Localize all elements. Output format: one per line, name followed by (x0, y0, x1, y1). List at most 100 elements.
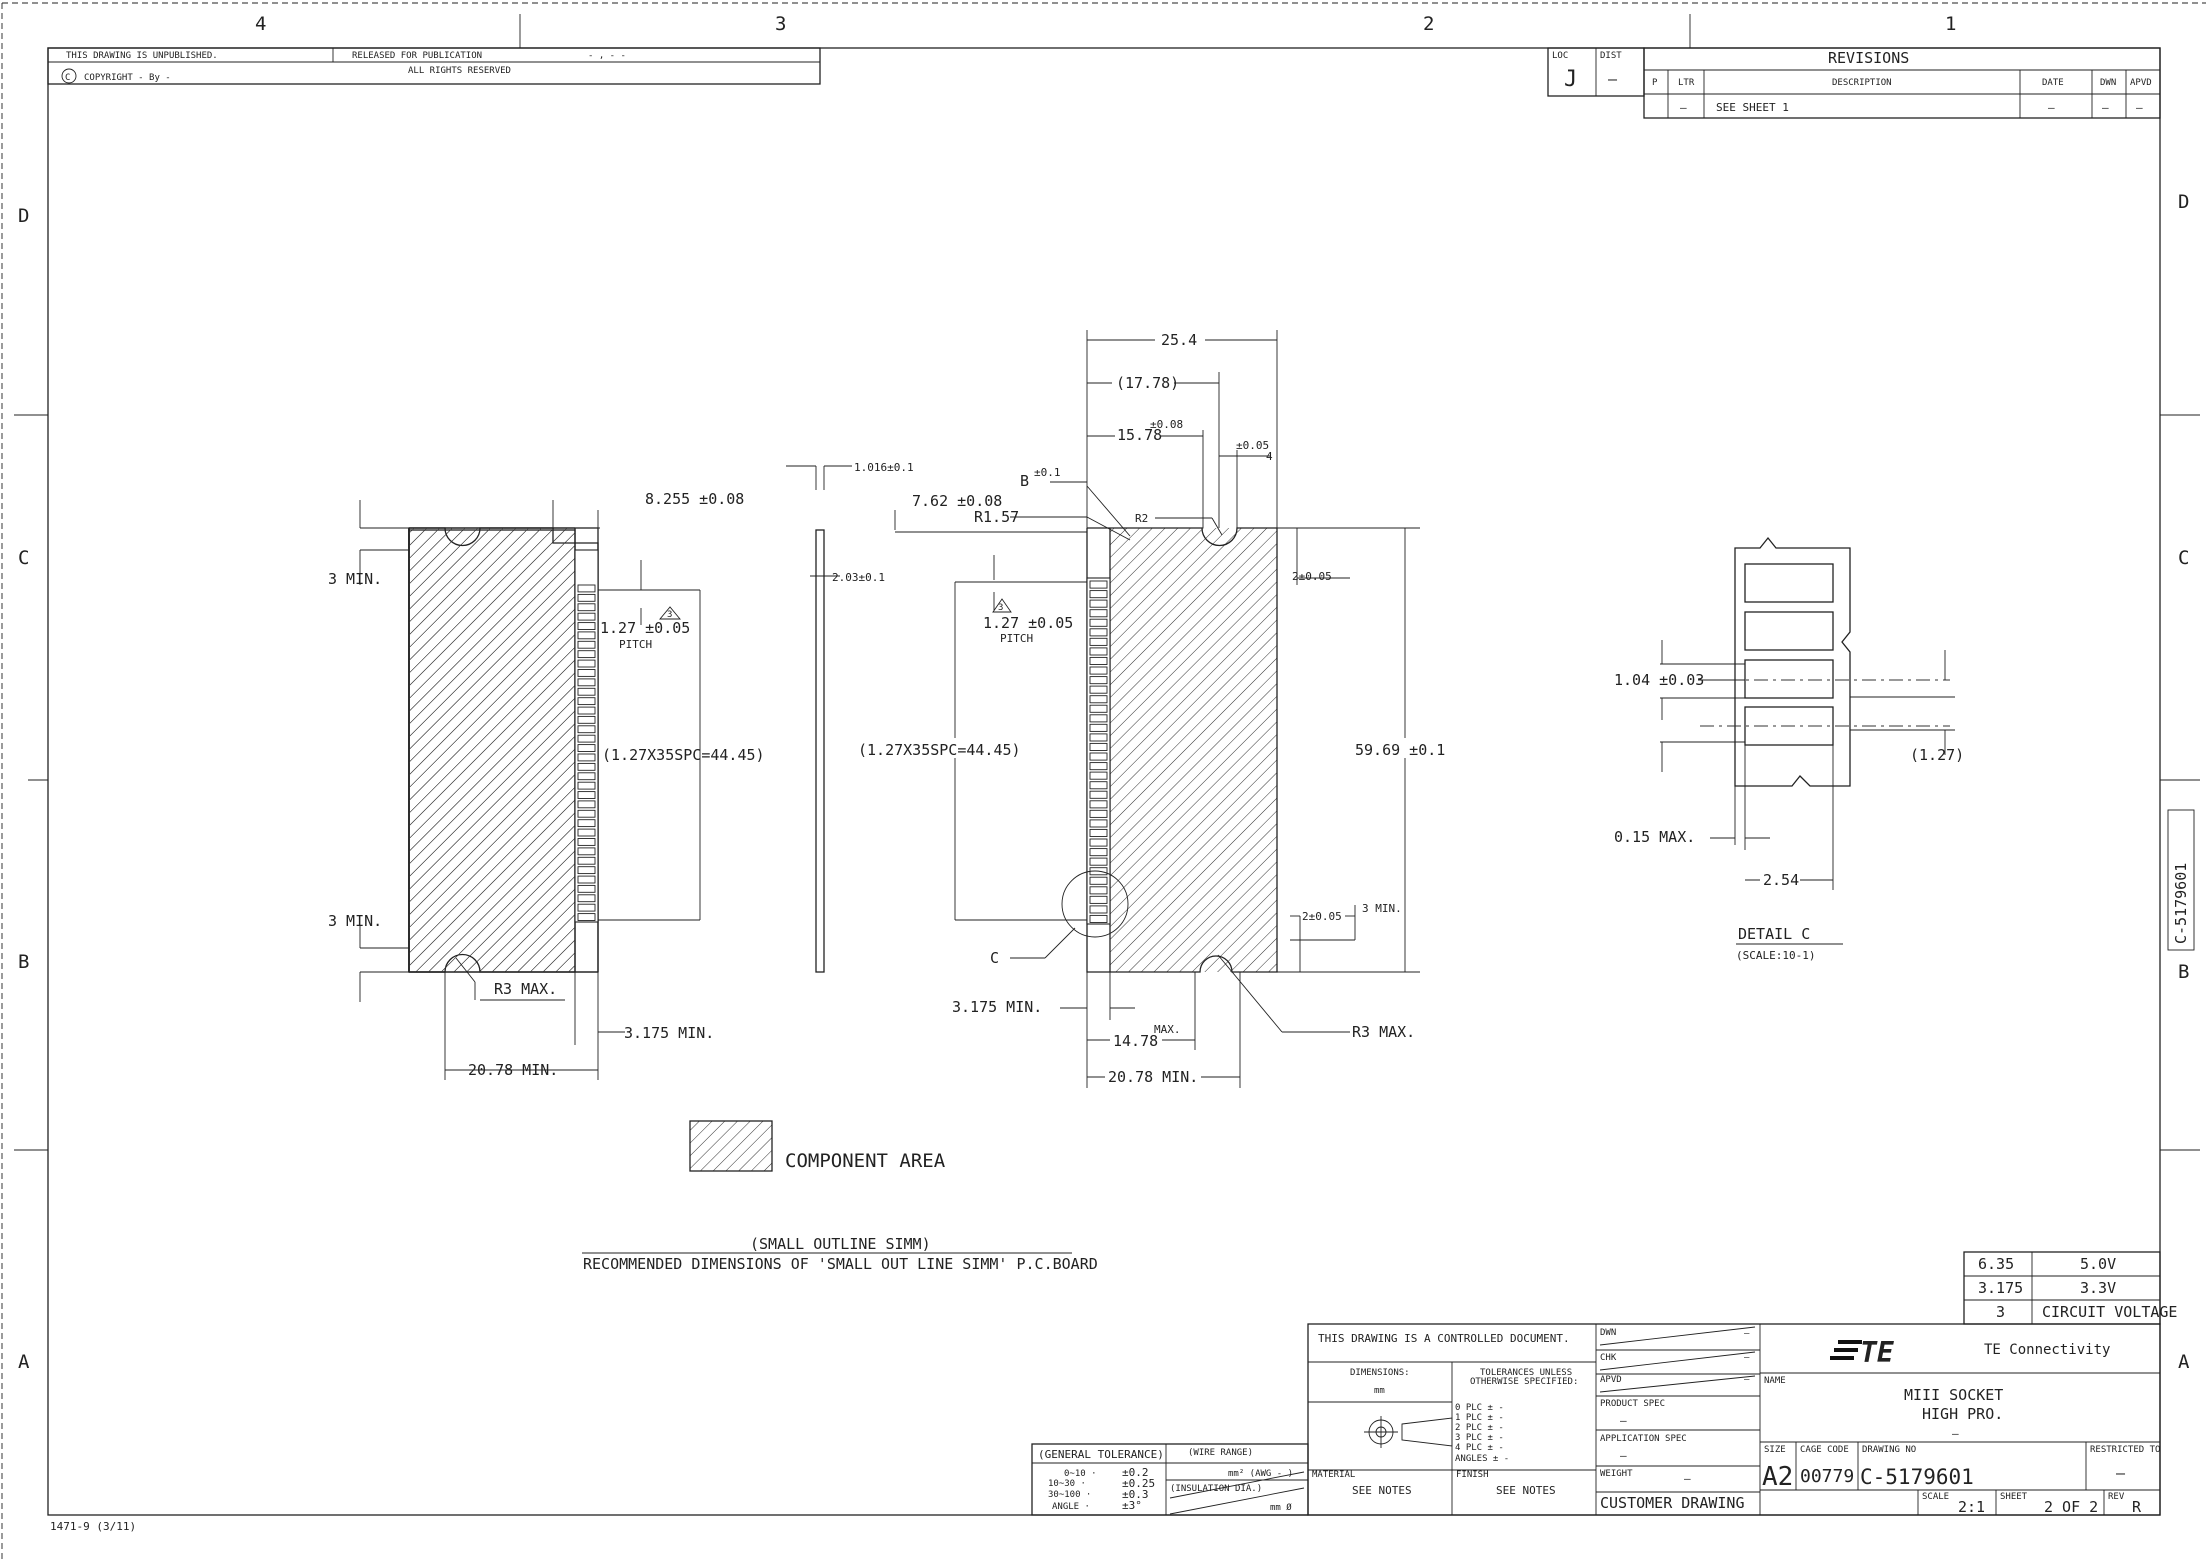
caption-line1: (SMALL OUTLINE SIMM) (750, 1235, 931, 1253)
dwg-label: DRAWING NO (1862, 1445, 1916, 1455)
contact-pad (1089, 895, 1108, 904)
material-label: MATERIAL (1312, 1470, 1355, 1480)
contact-pad (577, 847, 596, 856)
drawing-caption: (SMALL OUTLINE SIMM) RECOMMENDED DIMENSI… (582, 1235, 1098, 1273)
contact-pad (1089, 723, 1108, 732)
right-pad-row (1089, 580, 1108, 923)
contact-pad (577, 781, 596, 790)
board-side-view: 1.016±0.1 2.03±0.1 (786, 461, 914, 973)
zone-col-3: 3 (775, 13, 786, 35)
tolerances-line2: OTHERWISE SPECIFIED: (1470, 1377, 1578, 1387)
contact-pad (1089, 599, 1108, 608)
chk-label: CHK (1600, 1353, 1617, 1363)
released-value: - , - - (588, 51, 626, 61)
customer-drawing: CUSTOMER DRAWING (1600, 1494, 1745, 1512)
product-spec-label: PRODUCT SPEC (1600, 1399, 1665, 1409)
loc-label: LOC (1552, 51, 1568, 61)
left-pitch-note-icon (659, 606, 681, 620)
gt-row3-tol: ±0.3 (1122, 1488, 1149, 1501)
zone-col-2: 2 (1423, 13, 1434, 35)
te-logo-icon: TE (1830, 1336, 1895, 1369)
gt-row3-range: 30~100 · (1048, 1490, 1091, 1500)
rev-value: R (2132, 1498, 2142, 1516)
side-drawing-tab: C-5179601 (2167, 809, 2195, 951)
voltage-r3c1: 3 (1996, 1303, 2005, 1321)
caption-line2: RECOMMENDED DIMENSIONS OF 'SMALL OUT LIN… (583, 1255, 1098, 1273)
board-edge: 2.03±0.1 (832, 571, 885, 584)
contact-pad (577, 622, 596, 630)
contact-pad (577, 819, 596, 828)
contact-pad (577, 659, 596, 668)
contact-pad (577, 584, 596, 593)
copyright-icon (61, 68, 77, 84)
contact-pad (577, 800, 596, 809)
rev-col-date: DATE (2042, 78, 2064, 88)
zone-row-right-b: B (2178, 961, 2189, 983)
right-pitch-label: PITCH (1000, 632, 1033, 645)
plc-angles: ANGLES ± - (1455, 1454, 1509, 1464)
detail-c-view: 1.04 ±0.03 (1.27) 0.15 MAX. 2.54 DETAIL … (1614, 536, 1964, 962)
size-value: A2 (1762, 1462, 1793, 1492)
contact-pad (577, 650, 596, 659)
contact-pad (1089, 714, 1108, 723)
right-height: 59.69 ±0.1 (1355, 741, 1445, 759)
right-bottom-tol: 2±0.05 (1302, 910, 1342, 923)
right-bottom-min: 3 MIN. (1362, 902, 1402, 915)
contact-pad (1089, 676, 1108, 685)
right-overall: 25.4 (1161, 331, 1197, 349)
rev-row-ltr: — (1680, 101, 1687, 114)
loc-dist-box: LOC J DIST — (1547, 47, 1645, 97)
side-drawing-number: C-5179601 (2172, 863, 2190, 944)
right-b-label: B (1020, 472, 1029, 490)
contact-pad (1089, 819, 1108, 828)
gt-row2-tol: ±0.25 (1122, 1477, 1155, 1490)
contact-pad (1089, 838, 1108, 847)
contact-pad (577, 772, 596, 781)
contact-pad (577, 744, 596, 752)
contact-pad (577, 669, 596, 677)
controlled-note: THIS DRAWING IS A CONTROLLED DOCUMENT. (1318, 1332, 1570, 1345)
rev-label: REV (2108, 1492, 2125, 1502)
right-edge-min: 3.175 MIN. (952, 998, 1042, 1016)
left-bottom-min: 3 MIN. (328, 912, 382, 930)
dwn-label: DWN (1600, 1328, 1616, 1338)
title-block: THIS DRAWING IS A CONTROLLED DOCUMENT. D… (1307, 1323, 2161, 1516)
right-ref: (17.78) (1116, 374, 1179, 392)
right-component-area (1110, 528, 1277, 972)
right-r2: R2 (1135, 512, 1148, 525)
gt-row2-range: 10~30 · (1048, 1479, 1086, 1489)
dist-value: — (1608, 70, 1618, 88)
right-overall-min: 20.78 MIN. (1108, 1068, 1198, 1086)
contact-pad (1089, 886, 1108, 895)
contact-pad (577, 715, 596, 724)
contact-pad (1089, 647, 1108, 656)
zone-row-right-c: C (2178, 547, 2189, 569)
right-pitch-note-icon (992, 598, 1012, 613)
dimensions-unit: mm (1374, 1386, 1385, 1396)
zone-row-right-d: D (2178, 191, 2189, 213)
contact-pad (577, 903, 596, 912)
contact-pad (1089, 762, 1108, 771)
contact-pad (577, 593, 596, 602)
contact-pad (577, 678, 596, 687)
left-pad-row (577, 584, 596, 921)
te-logo-text: TE (1860, 1336, 1895, 1369)
size-label: SIZE (1764, 1445, 1786, 1455)
dwg-number: C-5179601 (1860, 1465, 1974, 1489)
projection-icon (1364, 1416, 1453, 1448)
right-offset: 7.62 ±0.08 (912, 492, 1002, 510)
zone-row-left-a: A (18, 1351, 30, 1373)
wire-range-value: mm² (AWG - ) (1228, 1469, 1293, 1479)
general-tolerance-block: (GENERAL TOLERANCE) 0~10 · ±0.2 10~30 · … (1031, 1443, 1309, 1516)
component-area-legend: COMPONENT AREA (689, 1120, 946, 1172)
contact-pad (1089, 771, 1108, 780)
insulation-value: mm Ø (1270, 1502, 1292, 1513)
gt-row4-range: ANGLE · (1052, 1502, 1090, 1512)
wire-range-label: (WIRE RANGE) (1188, 1448, 1253, 1458)
left-top-min: 3 MIN. (328, 570, 382, 588)
apvd-label: APVD (1600, 1375, 1622, 1385)
contact-pad (577, 631, 596, 640)
name-line3: — (1952, 1427, 1959, 1440)
loc-value: J (1564, 67, 1577, 92)
